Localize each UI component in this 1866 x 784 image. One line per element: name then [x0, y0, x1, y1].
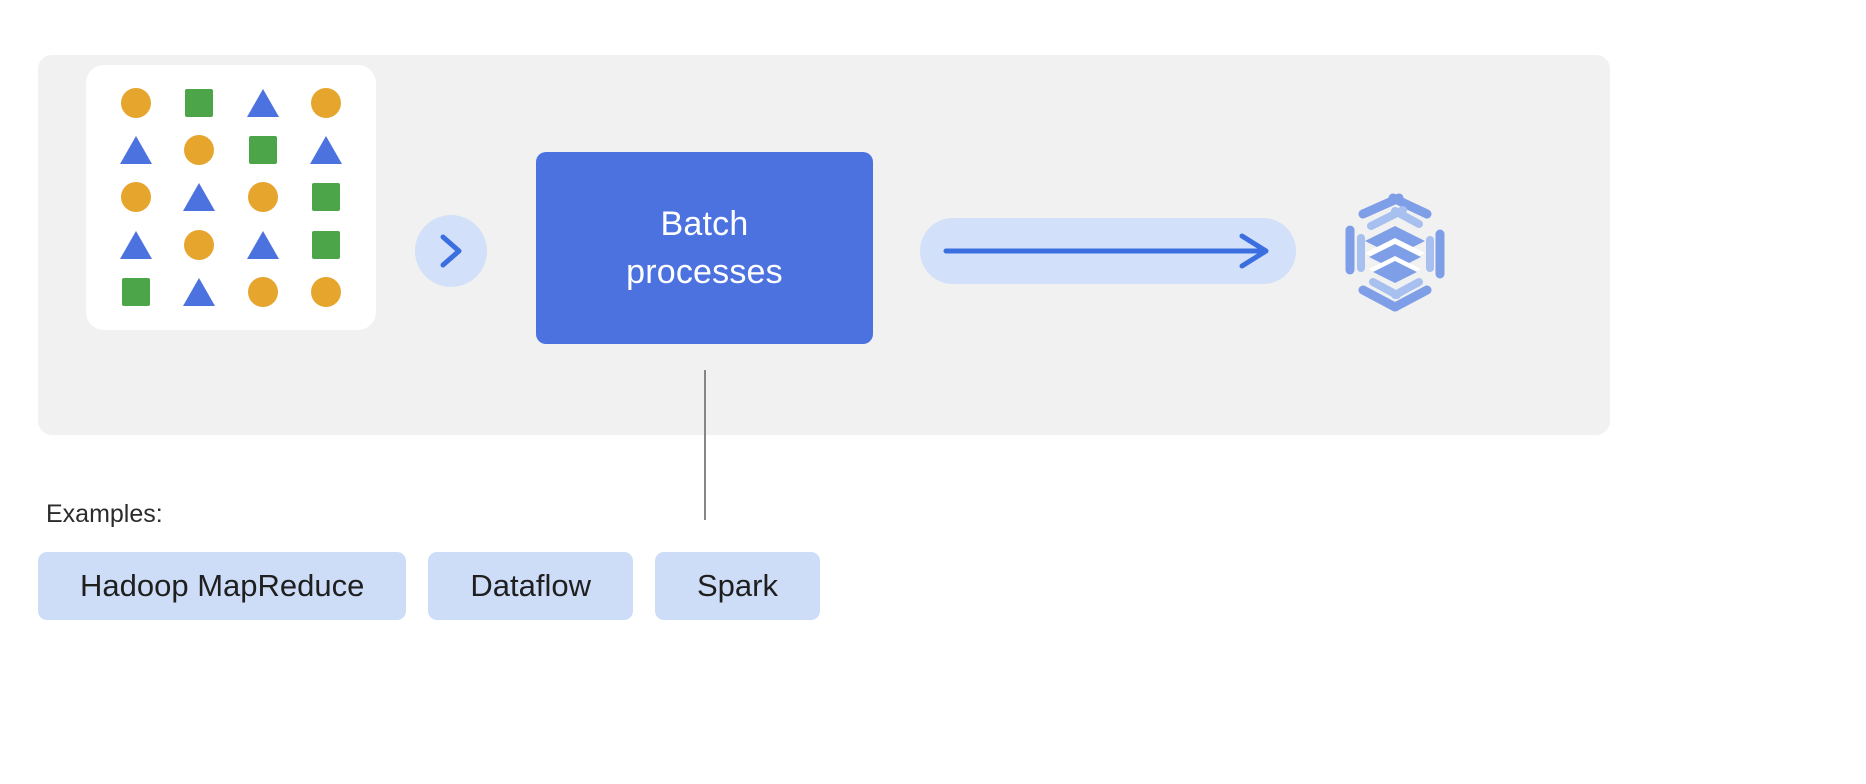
- data-shape-triangle: [244, 226, 282, 264]
- chevron-right-badge: [415, 215, 487, 287]
- square-shape-icon: [121, 278, 150, 307]
- data-shape-square: [180, 84, 218, 122]
- data-grid-card: [86, 65, 376, 330]
- triangle-shape-icon: [246, 230, 279, 259]
- data-shape-circle: [117, 178, 155, 216]
- example-chip[interactable]: Dataflow: [428, 552, 633, 620]
- data-shape-triangle: [180, 273, 218, 311]
- data-shape-square: [307, 226, 345, 264]
- batch-processes-box: Batch processes: [536, 152, 873, 344]
- data-shape-square: [117, 273, 155, 311]
- data-shape-circle: [180, 131, 218, 169]
- process-to-examples-connector: [704, 370, 706, 520]
- square-shape-icon: [248, 136, 277, 165]
- data-warehouse-hex-icon: [1333, 190, 1457, 314]
- triangle-shape-icon: [310, 136, 343, 165]
- arrow-right-icon: [943, 233, 1269, 269]
- batch-processes-line-2: processes: [626, 253, 783, 291]
- data-shape-square: [244, 131, 282, 169]
- data-shape-circle: [244, 178, 282, 216]
- triangle-shape-icon: [183, 183, 216, 212]
- triangle-shape-icon: [119, 136, 152, 165]
- triangle-shape-icon: [183, 278, 216, 307]
- examples-label: Examples:: [46, 500, 163, 528]
- example-chip[interactable]: Spark: [654, 552, 820, 620]
- circle-shape-icon: [120, 182, 151, 213]
- data-shape-circle: [244, 273, 282, 311]
- chevron-right-icon: [440, 234, 462, 268]
- data-shape-circle: [307, 273, 345, 311]
- circle-shape-icon: [247, 277, 278, 308]
- circle-shape-icon: [247, 182, 278, 213]
- circle-shape-icon: [311, 87, 342, 118]
- circle-shape-icon: [184, 135, 215, 166]
- flow-arrow-pill: [920, 218, 1296, 284]
- data-shape-triangle: [180, 178, 218, 216]
- data-shape-triangle: [117, 131, 155, 169]
- triangle-shape-icon: [246, 88, 279, 117]
- circle-shape-icon: [311, 277, 342, 308]
- example-chip[interactable]: Hadoop MapReduce: [38, 552, 407, 620]
- data-shape-circle: [180, 226, 218, 264]
- triangle-shape-icon: [119, 230, 152, 259]
- data-warehouse-hex-icon-svg: [1345, 193, 1445, 312]
- data-shape-square: [307, 178, 345, 216]
- batch-processes-line-1: Batch: [660, 204, 749, 243]
- square-shape-icon: [185, 88, 214, 117]
- circle-shape-icon: [184, 229, 215, 260]
- square-shape-icon: [312, 230, 341, 259]
- stacked-layers-glyph: [1365, 226, 1425, 283]
- square-shape-icon: [312, 183, 341, 212]
- data-shape-triangle: [244, 84, 282, 122]
- batch-processes-label: Batch processes: [602, 200, 807, 297]
- data-shape-triangle: [307, 131, 345, 169]
- data-shape-circle: [117, 84, 155, 122]
- data-shape-triangle: [117, 226, 155, 264]
- circle-shape-icon: [120, 87, 151, 118]
- data-shape-circle: [307, 84, 345, 122]
- examples-chip-list: Hadoop MapReduce Dataflow Spark: [38, 552, 820, 620]
